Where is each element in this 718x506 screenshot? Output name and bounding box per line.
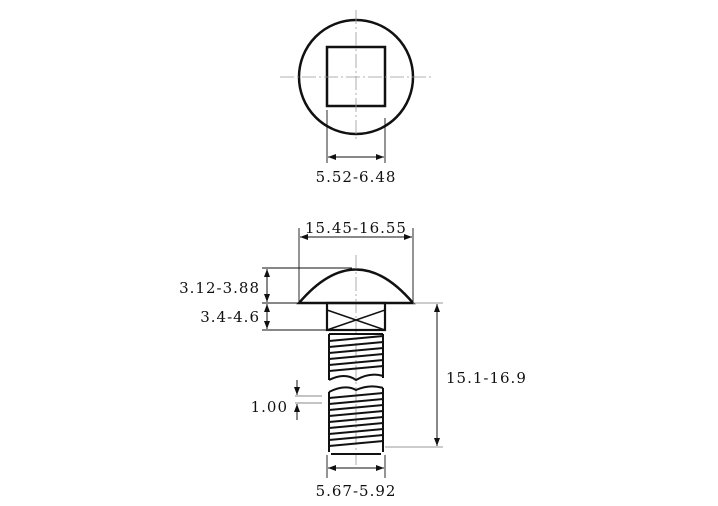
- head-height-label: 3.12-3.88: [179, 279, 260, 297]
- side-view: [262, 228, 443, 478]
- top-view: [280, 10, 432, 163]
- thread-pitch-label: 1.00: [251, 398, 288, 416]
- neck-height-label: 3.4-4.6: [200, 308, 260, 326]
- square-width-label: 5.52-6.48: [316, 168, 397, 186]
- threads-lower: [328, 385, 384, 455]
- length-label: 15.1-16.9: [446, 369, 527, 387]
- threads-upper: [328, 333, 384, 382]
- head-diameter-label: 15.45-16.55: [305, 219, 407, 237]
- thread-diameter-label: 5.67-5.92: [316, 482, 397, 500]
